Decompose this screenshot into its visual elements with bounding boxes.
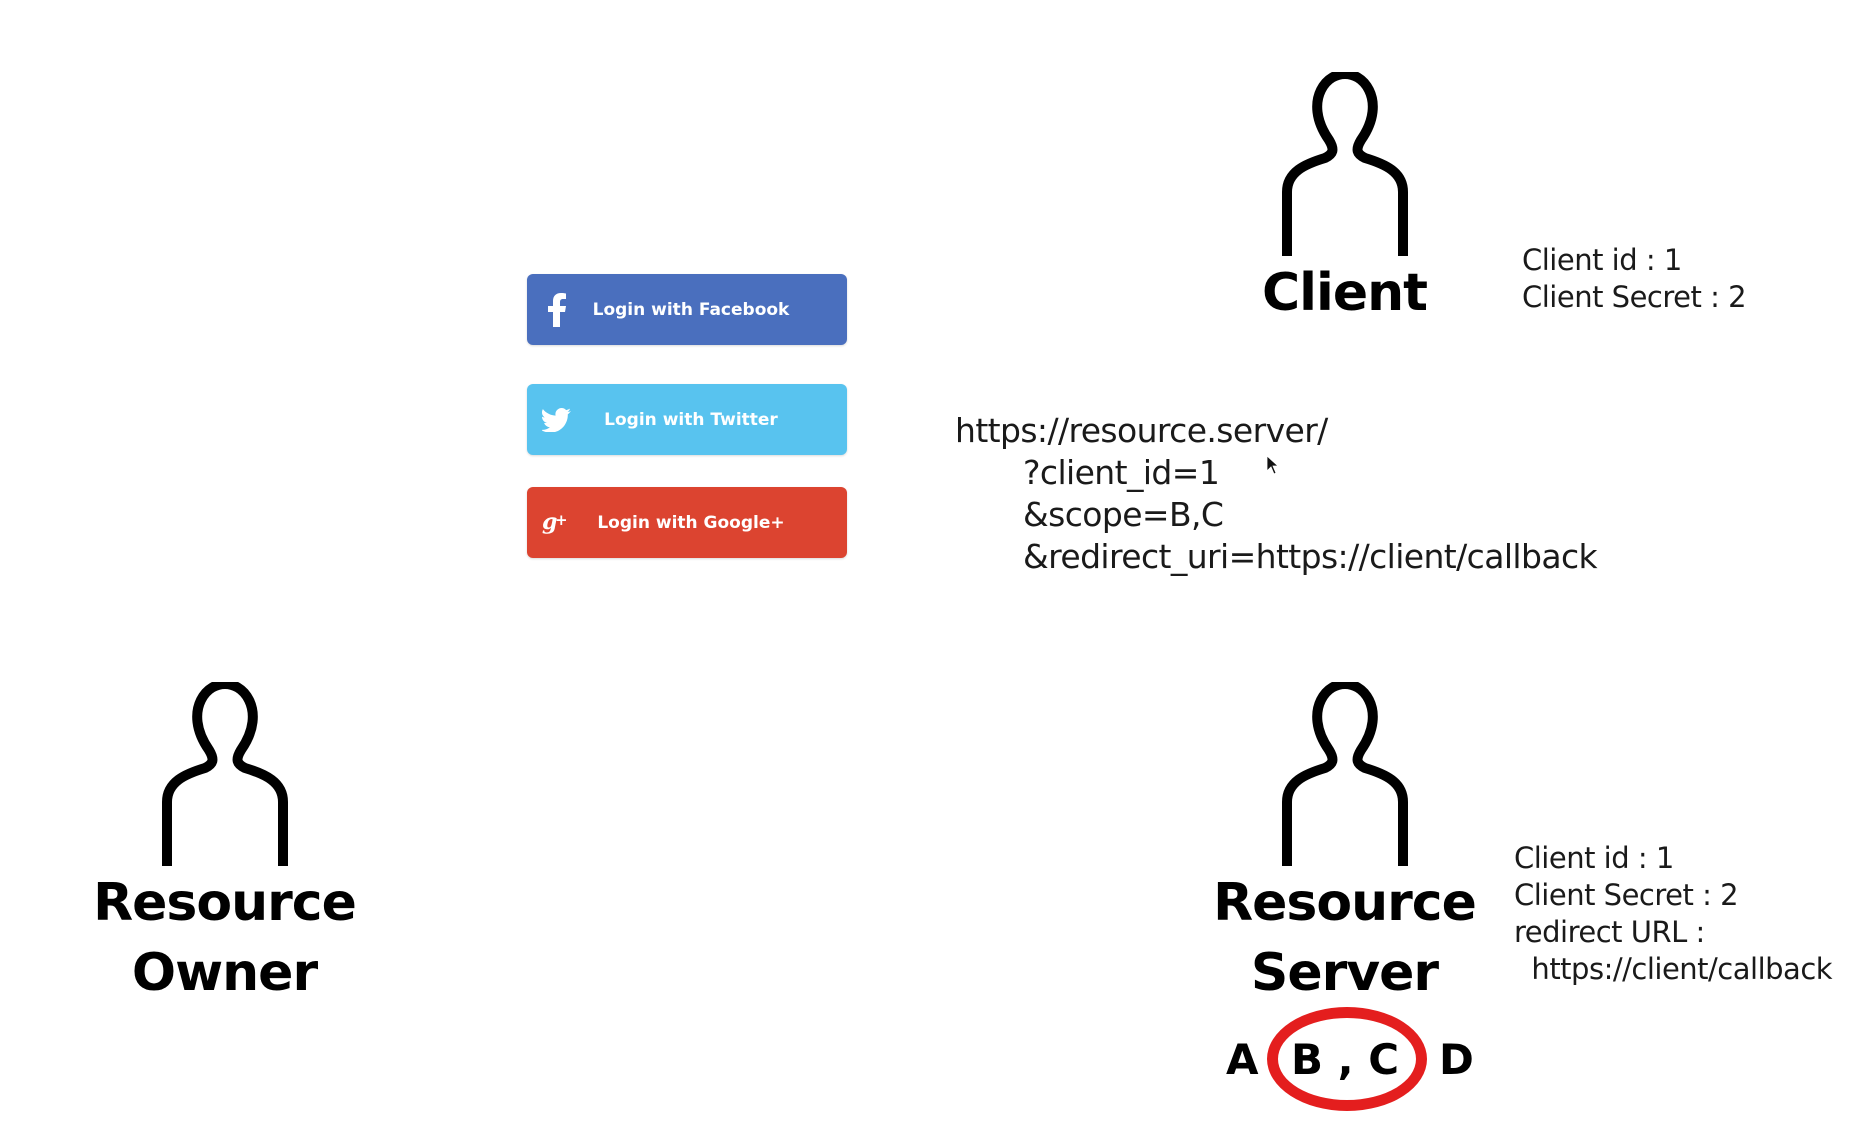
person-icon bbox=[1281, 682, 1408, 866]
svg-text:g: g bbox=[542, 510, 557, 535]
login-google-label: Login with Google+ bbox=[597, 512, 785, 533]
google-plus-icon: g + bbox=[527, 510, 587, 536]
resource-server-label-line1: Resource bbox=[1213, 873, 1477, 933]
server-registration-info: Client id : 1 Client Secret : 2 redirect… bbox=[1514, 840, 1833, 988]
url-scope-param: &scope=B,C bbox=[1023, 495, 1224, 534]
client-credentials: Client id : 1 Client Secret : 2 bbox=[1522, 242, 1747, 316]
resource-owner-label-line1: Resource bbox=[93, 873, 357, 933]
resource-owner-label-line2: Owner bbox=[131, 943, 318, 1003]
login-twitter-label: Login with Twitter bbox=[604, 409, 778, 430]
server-client-secret-text: Client Secret : 2 bbox=[1514, 878, 1739, 912]
server-redirect-url-value: https://client/callback bbox=[1514, 952, 1833, 986]
server-redirect-url-label: redirect URL : bbox=[1514, 915, 1705, 949]
mouse-cursor-icon bbox=[1266, 455, 1280, 481]
person-icon bbox=[161, 682, 288, 866]
login-google-button[interactable]: g + Login with Google+ bbox=[527, 487, 847, 558]
twitter-icon bbox=[527, 407, 587, 432]
svg-text:+: + bbox=[555, 511, 568, 529]
login-twitter-button[interactable]: Login with Twitter bbox=[527, 384, 847, 455]
scope-a: A bbox=[1226, 1035, 1259, 1084]
resource-owner-actor: Resource Owner bbox=[92, 682, 357, 1008]
authorization-url: https://resource.server/ ?client_id=1 &s… bbox=[955, 410, 1598, 578]
scope-highlight-ring bbox=[1267, 1007, 1427, 1111]
url-client-id-param: ?client_id=1 bbox=[1023, 453, 1220, 492]
server-client-id-text: Client id : 1 bbox=[1514, 841, 1674, 875]
login-facebook-label: Login with Facebook bbox=[592, 299, 790, 320]
client-id-text: Client id : 1 bbox=[1522, 243, 1682, 277]
url-base: https://resource.server/ bbox=[955, 411, 1328, 450]
resource-server-actor: Resource Server bbox=[1207, 682, 1482, 1008]
client-label: Client bbox=[1262, 263, 1428, 323]
login-facebook-button[interactable]: Login with Facebook bbox=[527, 274, 847, 345]
client-actor: Client bbox=[1232, 72, 1457, 328]
facebook-icon bbox=[527, 292, 587, 327]
client-secret-text: Client Secret : 2 bbox=[1522, 280, 1747, 314]
resource-server-label-line2: Server bbox=[1250, 943, 1439, 1003]
scope-d: D bbox=[1439, 1035, 1474, 1084]
person-icon bbox=[1281, 72, 1408, 256]
url-redirect-uri-param: &redirect_uri=https://client/callback bbox=[1023, 537, 1598, 576]
scope-bc: B , C bbox=[1291, 1035, 1400, 1084]
